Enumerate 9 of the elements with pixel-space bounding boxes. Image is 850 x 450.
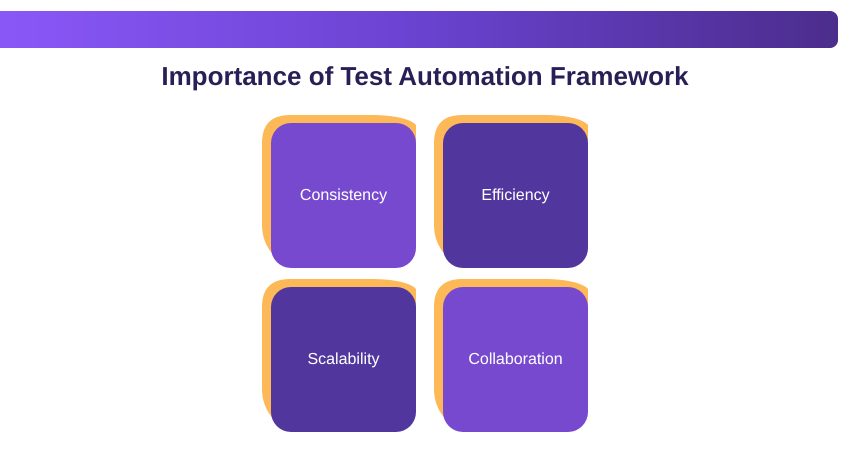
title: Importance of Test Automation Framework: [161, 60, 689, 93]
tile-label: Efficiency: [481, 186, 550, 206]
tile-label: Consistency: [300, 186, 388, 206]
tile-label: Scalability: [307, 350, 380, 370]
feature-tile: [271, 287, 416, 432]
feature-tile: [271, 123, 416, 268]
feature-tile: [443, 287, 588, 432]
feature-tile: [443, 123, 588, 268]
tile-label: Collaboration: [468, 350, 563, 370]
